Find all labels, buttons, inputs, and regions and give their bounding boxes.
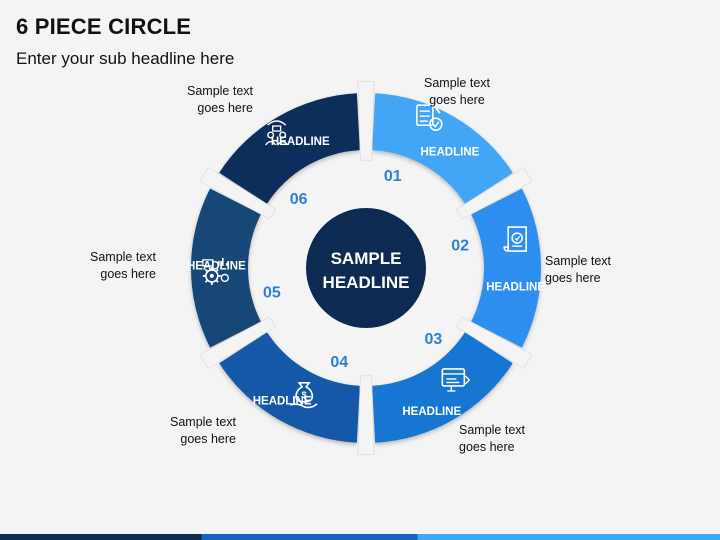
team-meeting-icon <box>265 120 289 146</box>
segment-divider <box>357 80 375 161</box>
segment-divider <box>199 316 276 369</box>
segment-05 <box>191 188 261 348</box>
segment-number-06: 06 <box>290 191 308 208</box>
page-title: 6 PIECE CIRCLE <box>16 14 192 39</box>
segment-headline-04: HEADLINE <box>253 395 312 407</box>
center-circle <box>306 208 426 328</box>
document-checklist-icon <box>416 104 443 131</box>
segment-headline-03: HEADLINE <box>402 406 461 418</box>
segment-headline-06: HEADLINE <box>271 136 330 148</box>
center-title-line1: SAMPLE <box>331 249 402 268</box>
segment-headline-02: HEADLINE <box>486 281 545 293</box>
segment-04 <box>219 332 360 443</box>
segment-divider <box>199 167 276 220</box>
segment-headline-05: HEADLINE <box>187 261 246 273</box>
svg-text:$: $ <box>302 390 307 400</box>
center-title-line2: HEADLINE <box>323 273 410 292</box>
segment-divider <box>357 375 375 456</box>
gear-chart-icon <box>202 257 230 285</box>
segment-divider <box>456 316 533 369</box>
money-bag-hand-icon: $ <box>289 382 318 409</box>
segment-03 <box>372 332 513 443</box>
segment-02 <box>471 188 541 348</box>
page-subtitle: Enter your sub headline here <box>16 49 235 68</box>
segment-01 <box>372 93 513 204</box>
segment-divider <box>456 167 533 220</box>
certificate-scroll-icon <box>503 226 527 252</box>
bottom-accent-bar <box>0 534 720 540</box>
segment-headline-01: HEADLINE <box>420 147 479 159</box>
segment-number-01: 01 <box>384 168 402 185</box>
browser-code-icon <box>441 368 471 392</box>
segment-number-02: 02 <box>451 238 469 255</box>
segment-number-04: 04 <box>330 354 348 371</box>
segment-number-05: 05 <box>263 284 281 301</box>
segment-number-03: 03 <box>424 331 442 348</box>
segment-06 <box>219 93 360 204</box>
